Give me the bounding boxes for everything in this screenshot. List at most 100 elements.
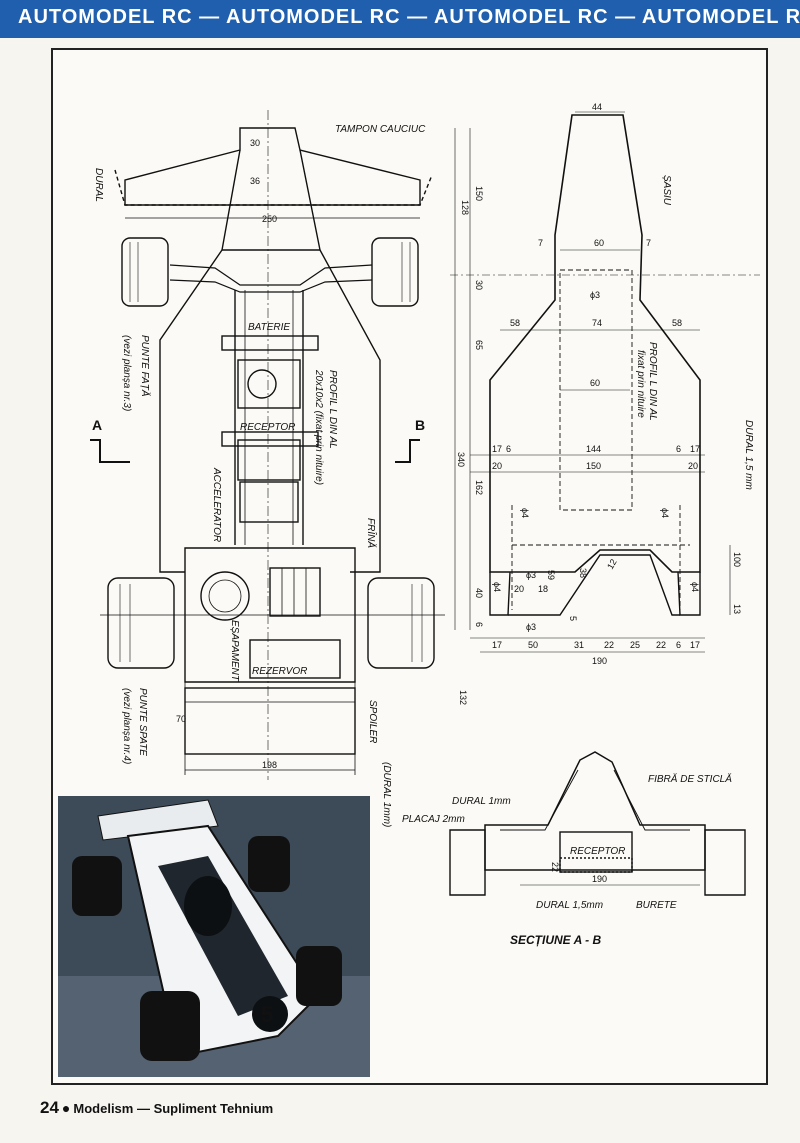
dim-20b: 20 [688,461,698,471]
rear-left-wheel [107,577,175,669]
label-dural-wing: DURAL [93,168,104,202]
dim-20a: 20 [492,461,502,471]
receptor-box [237,439,301,481]
label-punte-fata: PUNTE FAȚĂ [139,335,152,397]
baterie-bracket [221,335,319,351]
label-punte-fata-note: (vezi planșa nr.3) [121,335,132,411]
dim-18: 18 [538,584,548,594]
nose [221,149,321,251]
dim-128: 128 [460,200,470,215]
label-punte-spate: PUNTE SPATE [137,688,148,756]
front-right-wheel [371,237,419,307]
front-wing-dashed [114,169,433,206]
dim-70: 70 [176,714,186,724]
label-dural-1mm: DURAL 1mm [452,796,511,807]
dim-7b: 7 [646,238,651,248]
label-baterie: BATERIE [248,322,290,333]
phi3-b: ϕ3 [526,570,536,580]
label-spoiler-note: (DURAL 1mm) [381,762,392,827]
body-right [319,249,381,573]
dim-22b: 22 [656,640,666,650]
label-profil-l: PROFIL L DIN AL [327,370,338,449]
dim-17c: 17 [492,640,502,650]
dim-22-section: 22 [550,862,560,872]
dim-13: 13 [732,604,742,614]
label-spoiler: SPOILER [367,700,378,743]
phi4-c: ϕ4 [492,582,502,592]
header-banner: AUTOMODEL RC — AUTOMODEL RC — AUTOMODEL … [0,0,800,38]
spoiler [184,687,356,755]
dim-58a: 58 [510,318,520,328]
dim-6v: 6 [474,622,484,627]
dim-44: 44 [592,102,602,112]
body-left [159,249,223,573]
dim-20c: 20 [514,584,524,594]
label-fibra: FIBRĂ DE STICLĂ [648,772,732,785]
dim-36: 36 [250,176,260,186]
dim-150: 150 [586,461,601,471]
dim-162: 162 [474,480,484,495]
label-profil-l2: PROFIL L DIN AL [647,342,658,421]
label-receptor-section: RECEPTOR [570,846,625,857]
servo-circle [247,369,277,399]
label-sectiune: SECȚIUNE A - B [510,933,601,947]
front-left-wheel [121,237,169,307]
dim-132: 132 [458,690,468,705]
engine-flywheel [200,571,250,621]
photo-rc-car: 5 [58,796,370,1077]
front-wing-outline [124,127,421,206]
phi4-b: ϕ4 [660,508,670,518]
dim-59: 59 [546,570,556,580]
dim-198: 198 [262,760,277,770]
label-frana: FRÎNĂ [365,518,378,548]
label-esapament: EȘAPAMENT [229,620,240,682]
dim-22a: 22 [604,640,614,650]
tank [249,639,341,679]
dim-74: 74 [592,318,602,328]
dim-30v: 30 [474,280,484,290]
dim-150v: 150 [474,186,484,201]
dim-30: 30 [250,138,260,148]
phi4-a: ϕ4 [520,508,530,518]
dim-100: 100 [732,552,742,567]
dim-17d: 17 [690,640,700,650]
section-marker-a: A [92,417,102,433]
dim-60a: 60 [594,238,604,248]
dim-17a: 17 [492,444,502,454]
dim-12: 12 [605,557,619,571]
dim-65: 65 [474,340,484,350]
dim-340: 340 [456,452,466,467]
dim-60b: 60 [590,378,600,388]
dim-6b: 6 [676,444,681,454]
dim-40: 40 [474,588,484,598]
dim-25: 25 [630,640,640,650]
label-sasiu: ȘASIU [661,175,672,206]
label-receptor: RECEPTOR [240,422,295,433]
bullet-icon: ● [61,1100,71,1116]
banner-title: AUTOMODEL RC — AUTOMODEL RC — AUTOMODEL … [18,6,800,28]
dim-250: 250 [262,214,277,224]
dim-50: 50 [528,640,538,650]
rear-right-wheel [367,577,435,669]
dim-144: 144 [586,444,601,454]
label-burete: BURETE [636,900,677,911]
page-number: 24 [40,1098,59,1117]
label-tampon: TAMPON CAUCIUC [335,124,426,135]
dim-6a: 6 [506,444,511,454]
label-dural-15: DURAL 1,5 mm [743,420,754,490]
label-profil-l2-note: fixat prin nituire [635,350,646,418]
dim-7a: 7 [538,238,543,248]
phi4-d: ϕ4 [690,582,700,592]
label-placaj: PLACAJ 2mm [402,814,465,825]
section-marker-b: B [415,417,425,433]
footer-text: Modelism — Supliment Tehnium [73,1101,274,1116]
dim-190: 190 [592,656,607,666]
dim-190-section: 190 [592,874,607,884]
dim-17b: 17 [690,444,700,454]
label-accelerator: ACCELERATOR [211,467,222,542]
chassis-plate-outline [489,114,701,573]
label-punte-spate-note: (vezi planșa nr.4) [121,688,132,764]
battery-box [237,359,301,409]
label-dural-15-section: DURAL 1,5mm [536,900,603,911]
